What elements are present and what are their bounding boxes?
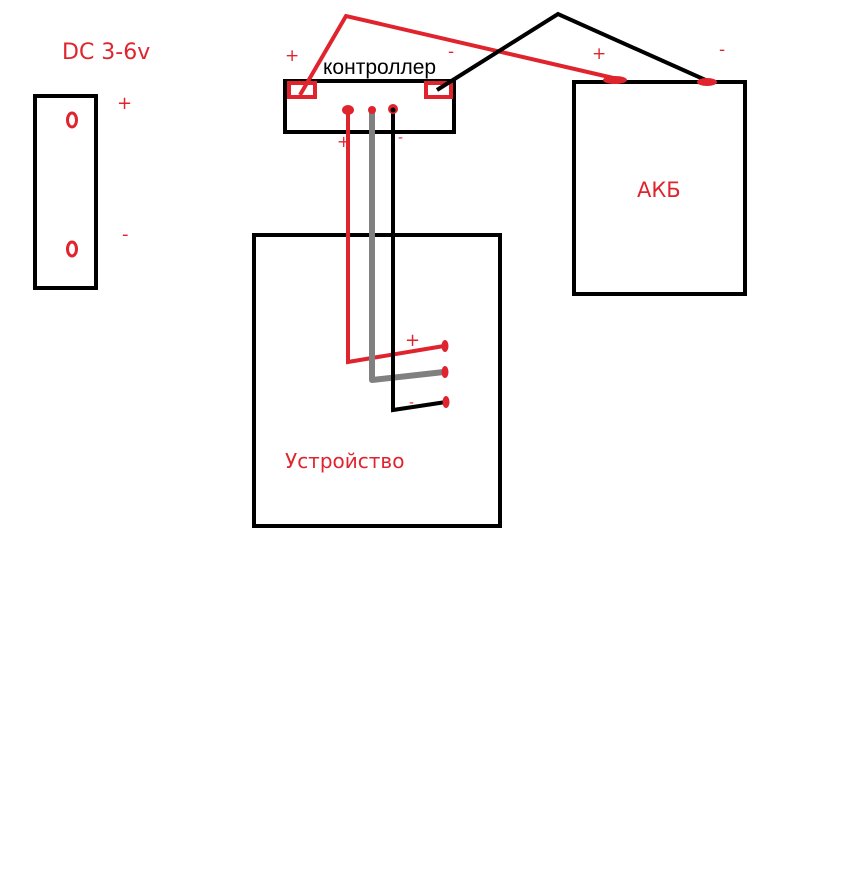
controller-out-minus-label: - bbox=[398, 130, 404, 146]
dc-minus-label: - bbox=[122, 224, 129, 245]
controller-minus-label: - bbox=[448, 42, 455, 62]
battery-box bbox=[572, 80, 747, 296]
wire-red-device bbox=[346, 110, 445, 365]
device-mid-terminal bbox=[441, 366, 449, 378]
battery-title: АКБ bbox=[637, 178, 681, 202]
device-title: Устройство bbox=[285, 449, 405, 473]
device-minus-terminal bbox=[442, 396, 450, 408]
device-plus-terminal bbox=[441, 340, 449, 352]
wire-gray-device bbox=[369, 110, 445, 383]
controller-out-mid-dot bbox=[368, 106, 376, 114]
wire-black-controller-battery bbox=[435, 11, 711, 92]
controller-plus-label: + bbox=[285, 46, 300, 66]
device-minus-label: - bbox=[409, 395, 415, 411]
device-box bbox=[252, 233, 502, 528]
dc-source-title: DC 3-6v bbox=[62, 40, 151, 65]
controller-plus-pad bbox=[287, 81, 317, 99]
battery-plus-label: + bbox=[592, 44, 607, 64]
controller-title: контроллер bbox=[323, 56, 437, 79]
battery-plus-terminal bbox=[603, 76, 627, 84]
device-plus-label: + bbox=[405, 330, 421, 351]
battery-minus-terminal bbox=[697, 78, 717, 86]
controller-minus-pad bbox=[424, 81, 453, 99]
dc-source-box bbox=[33, 94, 98, 290]
wire-red-controller-battery bbox=[298, 13, 623, 97]
dc-plus-terminal bbox=[66, 111, 78, 129]
controller-out-minus-center bbox=[390, 107, 396, 113]
battery-minus-label: - bbox=[719, 40, 726, 60]
dc-plus-label: + bbox=[117, 93, 133, 114]
dc-minus-terminal bbox=[66, 240, 78, 258]
wire-black-device bbox=[391, 110, 447, 413]
controller-out-plus-label: + bbox=[337, 132, 351, 151]
controller-out-plus-dot bbox=[342, 105, 354, 115]
